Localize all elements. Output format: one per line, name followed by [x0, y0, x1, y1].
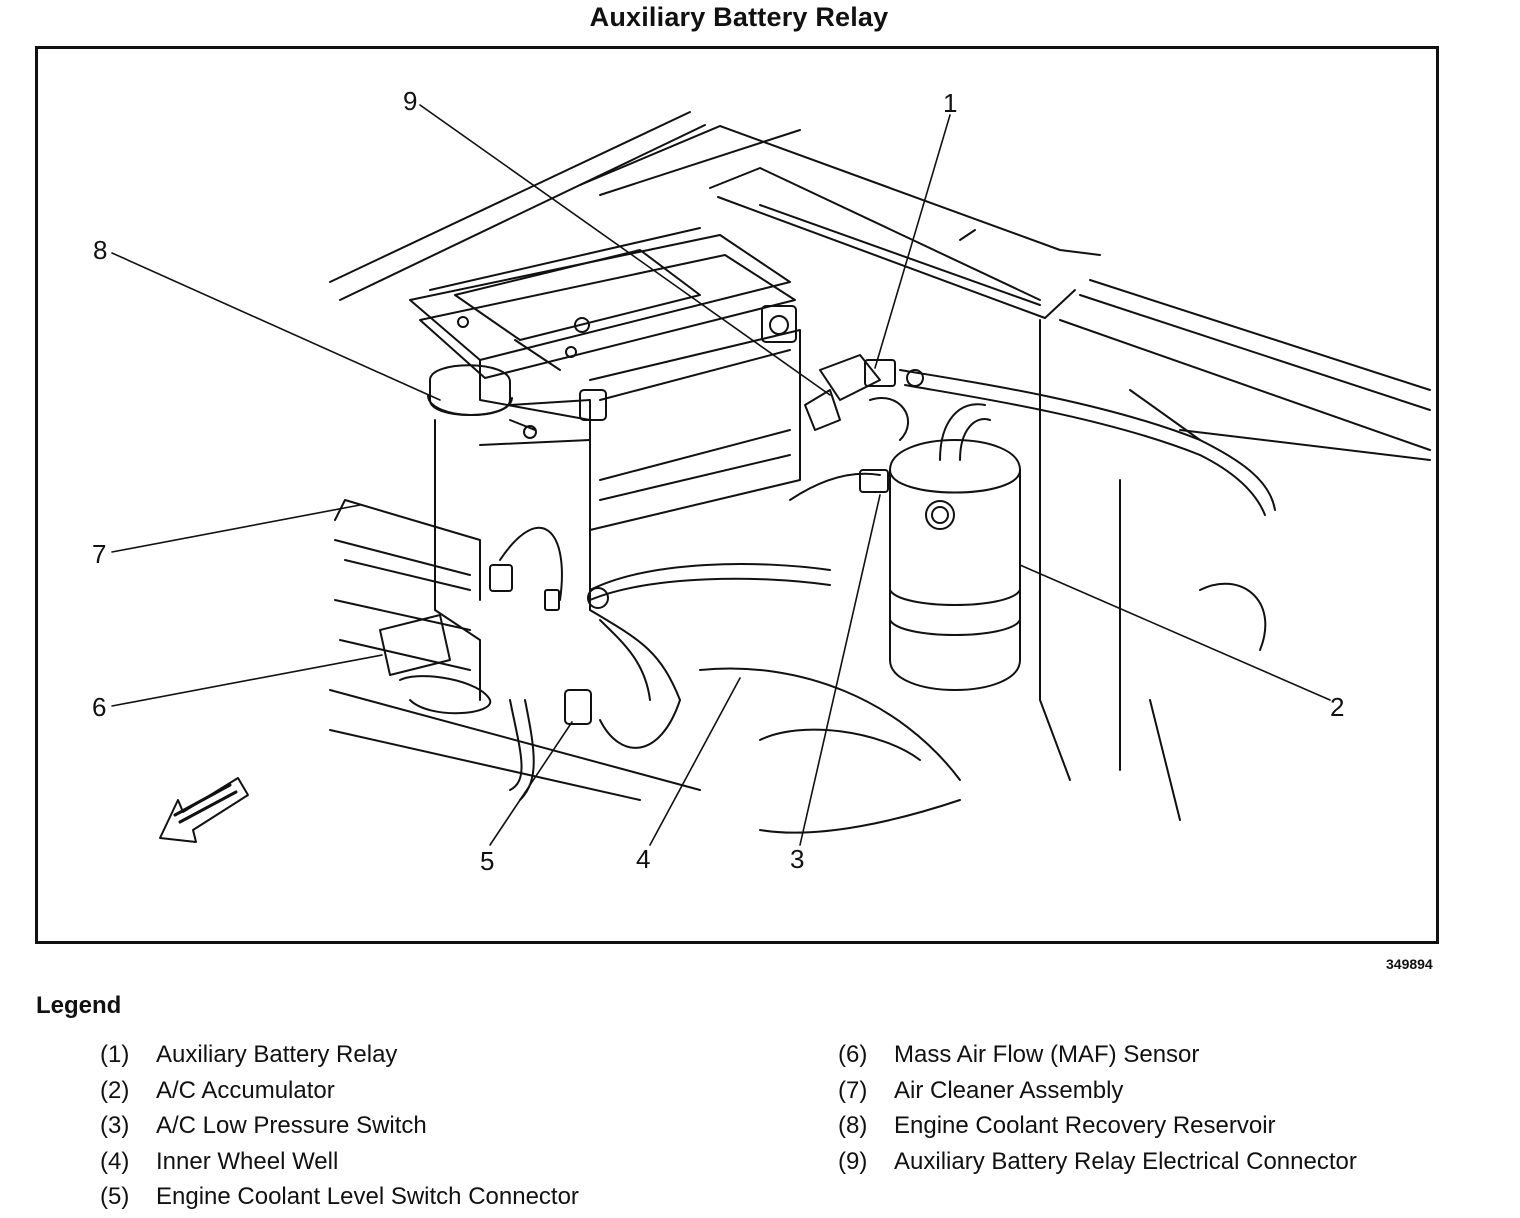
legend-item-label: Engine Coolant Recovery Reservoir [894, 1112, 1276, 1139]
legend-item-number: (1) [100, 1041, 130, 1068]
callout-4: 4 [636, 844, 651, 874]
ac-accumulator [859, 403, 1021, 691]
callout-7: 7 [92, 539, 107, 569]
forward-arrow-icon [159, 777, 249, 843]
page-title: Auxiliary Battery Relay [589, 2, 889, 32]
air-cleaner [334, 499, 481, 671]
legend-item-label: Engine Coolant Level Switch Connector [156, 1183, 579, 1210]
legend-item-number: (7) [838, 1076, 868, 1104]
legend-item-number: (6) [838, 1041, 868, 1068]
legend-item-label: A/C Accumulator [156, 1076, 335, 1104]
legend-item-label: Auxiliary Battery Relay Electrical Conne… [894, 1147, 1357, 1175]
coolant-reservoir [427, 364, 591, 701]
legend-item-number: (5) [100, 1183, 130, 1210]
callout-8: 8 [93, 235, 108, 265]
battery [409, 227, 801, 531]
callout-9: 9 [403, 86, 418, 116]
relay-assembly [789, 354, 1276, 516]
callout-5: 5 [480, 846, 495, 876]
legend-item-number: (3) [100, 1112, 130, 1139]
legend-item: (9) Auxiliary Battery Relay Electrical Co… [838, 1147, 1357, 1183]
figure-number: 349894 [1386, 956, 1433, 972]
legend-item: (6) Mass Air Flow (MAF) Sensor [838, 1040, 1357, 1076]
legend-item: (3) A/C Low Pressure Switch [100, 1111, 579, 1147]
legend-item-label: Air Cleaner Assembly [894, 1076, 1124, 1104]
maf-sensor [329, 614, 701, 801]
legend-item-number: (9) [838, 1147, 868, 1175]
callout-1: 1 [943, 88, 958, 118]
callout-3: 3 [790, 844, 805, 874]
legend-item: (7) Air Cleaner Assembly [838, 1076, 1357, 1112]
legend-item-label: Mass Air Flow (MAF) Sensor [894, 1041, 1200, 1068]
legend-column-left: (1) Auxiliary Battery Relay (2) A/C Accumu… [100, 1040, 579, 1218]
legend-item: (2) A/C Accumulator [100, 1076, 579, 1112]
callout-2: 2 [1330, 692, 1345, 722]
legend-item-number: (8) [838, 1112, 868, 1139]
legend-heading: Legend [36, 992, 122, 1019]
legend-item: (1) Auxiliary Battery Relay [100, 1040, 579, 1076]
leader-lines [111, 104, 1331, 846]
engine-compartment-illustration [111, 104, 1431, 846]
legend-item-number: (4) [100, 1147, 130, 1175]
legend-item: (4) Inner Wheel Well [100, 1147, 579, 1183]
legend-item: (5) Engine Coolant Level Switch Connector [100, 1182, 579, 1218]
fender-outline [329, 111, 1431, 461]
figure-frame [35, 46, 1439, 944]
wiring-harness [489, 526, 831, 801]
legend-item-number: (2) [100, 1076, 130, 1104]
legend-item-label: A/C Low Pressure Switch [156, 1112, 427, 1139]
inner-wheel-well [699, 319, 1267, 834]
legend-item-label: Inner Wheel Well [156, 1147, 339, 1175]
callout-6: 6 [92, 692, 107, 722]
legend-item-label: Auxiliary Battery Relay [156, 1041, 398, 1068]
legend-column-right: (6) Mass Air Flow (MAF) Sensor (7) Air Cle… [838, 1040, 1357, 1182]
legend-item: (8) Engine Coolant Recovery Reservoir [838, 1111, 1357, 1147]
